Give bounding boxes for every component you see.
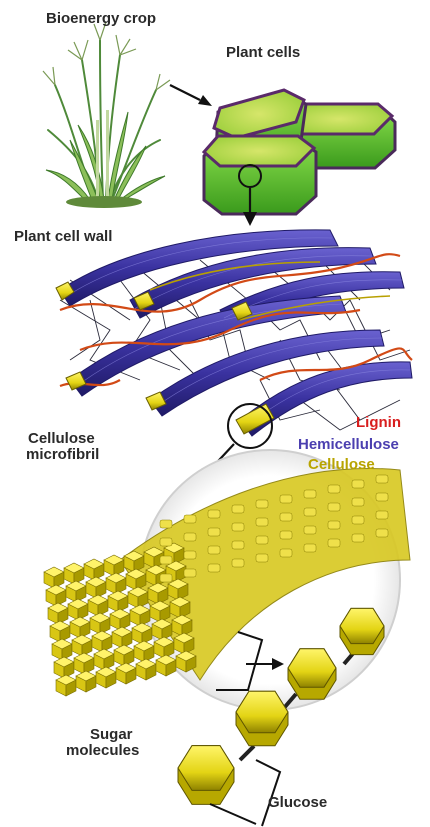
cellulose-cube	[56, 675, 76, 696]
fibril-texture-block	[328, 521, 340, 529]
fibril-texture-block	[256, 500, 268, 508]
cellulose-cube	[92, 631, 112, 652]
cellulose-cube	[116, 663, 136, 684]
cellulose-cube	[66, 581, 86, 602]
cellulose-cube	[72, 635, 92, 656]
cellulose-cube	[74, 653, 94, 674]
label-glucose: Glucose	[268, 794, 327, 811]
fibril-texture-block	[352, 498, 364, 506]
cellulose-cube	[108, 591, 128, 612]
cellulose-cube	[136, 659, 156, 680]
cellulose-cube	[90, 613, 110, 634]
sugar-molecule	[236, 691, 288, 746]
fibril-texture-block	[160, 520, 172, 528]
sugar-molecule	[288, 649, 336, 699]
fibril-texture-block	[184, 551, 196, 559]
label-plant-cells: Plant cells	[226, 44, 300, 61]
cellulose-cube	[70, 617, 90, 638]
fibril-texture-block	[376, 511, 388, 519]
fibril-texture-block	[304, 490, 316, 498]
bioenergy-crop-illustration	[43, 22, 170, 208]
label-cellulose-microfibril-2: microfibril	[26, 446, 99, 463]
fibril-texture-block	[232, 559, 244, 567]
cellulose-cube	[76, 671, 96, 692]
fibril-texture-block	[280, 495, 292, 503]
fibril-texture-block	[280, 531, 292, 539]
fibril-texture-block	[184, 569, 196, 577]
fibril-texture-block	[232, 505, 244, 513]
label-hemicellulose: Hemicellulose	[298, 436, 399, 453]
sugar-molecule	[178, 746, 234, 805]
cellulose-cube	[46, 585, 66, 606]
plant-cells-illustration	[204, 90, 395, 214]
fibril-texture-block	[184, 515, 196, 523]
fibril-texture-block	[232, 523, 244, 531]
fibril-texture-block	[208, 546, 220, 554]
cellulose-cube	[54, 657, 74, 678]
cellulose-cube	[86, 577, 106, 598]
fibril-texture-block	[256, 554, 268, 562]
cellulose-cube	[50, 621, 70, 642]
label-cellulose: Cellulose	[308, 456, 375, 473]
fibril-texture-block	[304, 526, 316, 534]
label-cellulose-microfibril-1: Cellulose	[28, 430, 95, 447]
label-bioenergy-crop: Bioenergy crop	[46, 10, 156, 27]
cellulose-cube	[106, 573, 126, 594]
cellulose-cube	[134, 641, 154, 662]
cellulose-cube	[112, 627, 132, 648]
label-sugar-molecules-1: Sugar	[90, 726, 133, 743]
cellulose-cube	[96, 667, 116, 688]
fibril-texture-block	[304, 508, 316, 516]
fibril-texture-block	[160, 538, 172, 546]
fibril-texture-block	[304, 544, 316, 552]
fibril-texture-block	[328, 539, 340, 547]
cellulose-cube	[68, 599, 88, 620]
fibril-texture-block	[376, 529, 388, 537]
cellulose-cube	[104, 555, 124, 576]
fibril-texture-block	[208, 564, 220, 572]
sugar-molecule	[340, 608, 384, 654]
cellulose-microfibril-illustration	[44, 450, 410, 710]
fibril-texture-block	[256, 518, 268, 526]
cellulose-cube	[64, 563, 84, 584]
label-lignin: Lignin	[356, 414, 401, 431]
cellulose-cube	[44, 567, 64, 588]
fibril-texture-block	[280, 549, 292, 557]
fibril-texture-block	[256, 536, 268, 544]
cellulose-cube	[52, 639, 72, 660]
fibril-texture-block	[328, 485, 340, 493]
cellulose-cube	[88, 595, 108, 616]
label-sugar-molecules-2: molecules	[66, 742, 139, 759]
label-plant-cell-wall: Plant cell wall	[14, 228, 112, 245]
fibril-texture-block	[376, 475, 388, 483]
cellulose-cube	[48, 603, 68, 624]
fibril-texture-block	[376, 493, 388, 501]
fibril-texture-block	[352, 534, 364, 542]
fibril-texture-block	[232, 541, 244, 549]
fibril-texture-block	[184, 533, 196, 541]
fibril-texture-block	[208, 510, 220, 518]
fibril-texture-block	[280, 513, 292, 521]
arrow-crop-to-cells	[170, 85, 212, 106]
cellulose-cube	[94, 649, 114, 670]
cellulose-cube	[84, 559, 104, 580]
fibril-texture-block	[352, 480, 364, 488]
fibril-texture-block	[160, 556, 172, 564]
fibril-texture-block	[328, 503, 340, 511]
cellulose-cube	[110, 609, 130, 630]
fibril-texture-block	[160, 574, 172, 582]
fibril-texture-block	[208, 528, 220, 536]
fibril-texture-block	[352, 516, 364, 524]
cellulose-cube	[114, 645, 134, 666]
